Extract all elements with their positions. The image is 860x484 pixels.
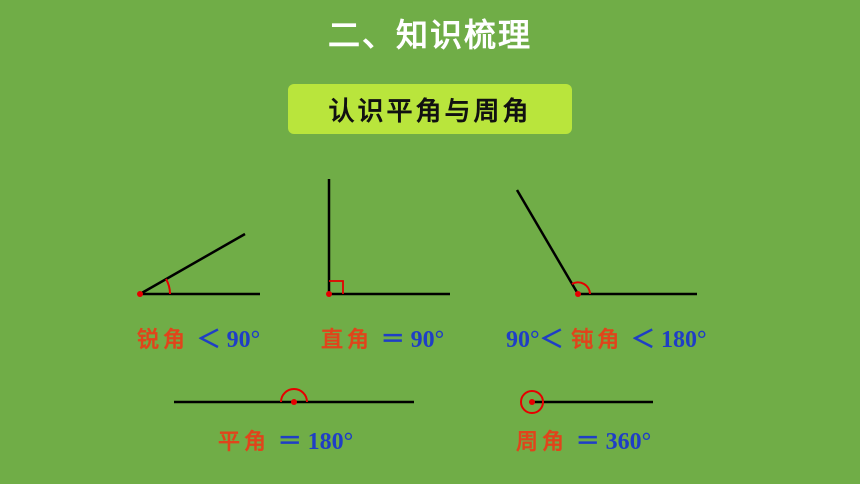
obtuse-prefix: 90°＜ bbox=[506, 327, 564, 353]
straight-name: 平角 bbox=[218, 430, 271, 455]
obtuse-relation: ＜ 180° bbox=[630, 327, 707, 353]
obtuse-label: 90°＜ 钝角 ＜ 180° bbox=[506, 319, 707, 354]
full-angle bbox=[520, 390, 653, 414]
right-vertex bbox=[326, 291, 332, 297]
full-relation: ＝ 360° bbox=[575, 429, 652, 455]
obtuse-angle bbox=[515, 189, 697, 297]
acute-ray-side bbox=[139, 232, 246, 296]
acute-arc bbox=[165, 278, 172, 295]
acute-angle bbox=[137, 232, 260, 297]
right-angle bbox=[326, 179, 450, 297]
obtuse-vertex bbox=[575, 291, 581, 297]
straight-angle bbox=[174, 388, 414, 405]
obtuse-ray-side bbox=[515, 189, 580, 295]
acute-vertex bbox=[137, 291, 143, 297]
full-vertex bbox=[529, 399, 535, 405]
straight-relation: ＝ 180° bbox=[277, 429, 354, 455]
section-box: 认识平角与周角 bbox=[288, 84, 572, 134]
obtuse-name: 钝角 bbox=[571, 328, 624, 353]
acute-label: 锐角 ＜ 90° bbox=[137, 319, 260, 354]
right-relation: ＝ 90° bbox=[380, 327, 445, 353]
acute-relation: ＜ 90° bbox=[196, 327, 261, 353]
full-name: 周角 bbox=[516, 430, 569, 455]
acute-name: 锐角 bbox=[137, 328, 190, 353]
right-label: 直角 ＝ 90° bbox=[321, 319, 444, 354]
straight-arc bbox=[280, 388, 308, 403]
obtuse-arc bbox=[571, 281, 591, 295]
right-angle-mark bbox=[329, 280, 344, 294]
full-circle bbox=[520, 390, 544, 414]
right-name: 直角 bbox=[321, 328, 374, 353]
page-title: 二、知识梳理 bbox=[327, 16, 532, 54]
straight-vertex bbox=[291, 399, 297, 405]
full-label: 周角 ＝ 360° bbox=[516, 421, 651, 456]
straight-label: 平角 ＝ 180° bbox=[218, 421, 353, 456]
